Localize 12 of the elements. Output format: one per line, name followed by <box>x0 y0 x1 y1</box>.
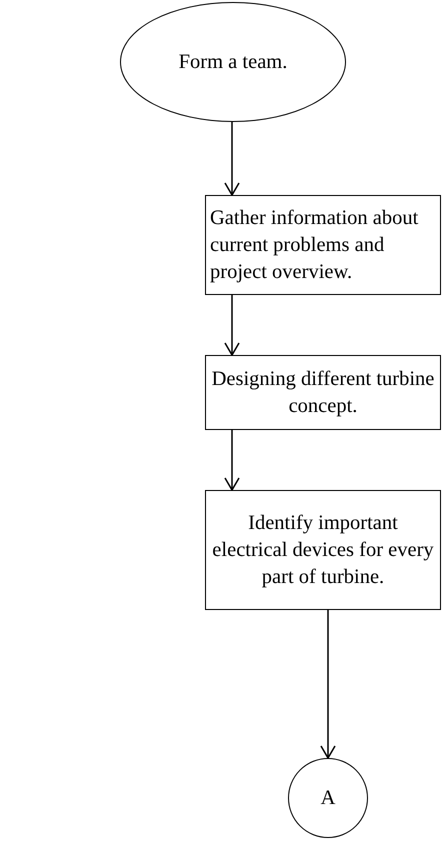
arrow <box>224 430 240 491</box>
box-text: Form a team. <box>178 50 288 74</box>
box-text: Identify important electrical devices for every part of turbine. <box>211 510 435 590</box>
process-box <box>205 195 441 295</box>
arrow <box>224 295 240 356</box>
arrow <box>320 610 336 759</box>
arrow <box>224 122 240 196</box>
process-box <box>205 490 441 610</box>
box-text: Designing different turbine concept. <box>210 366 436 418</box>
box-text: Gather information about current problems and project overview. <box>210 206 420 284</box>
box-text: A <box>320 786 336 810</box>
process-box <box>205 355 441 430</box>
